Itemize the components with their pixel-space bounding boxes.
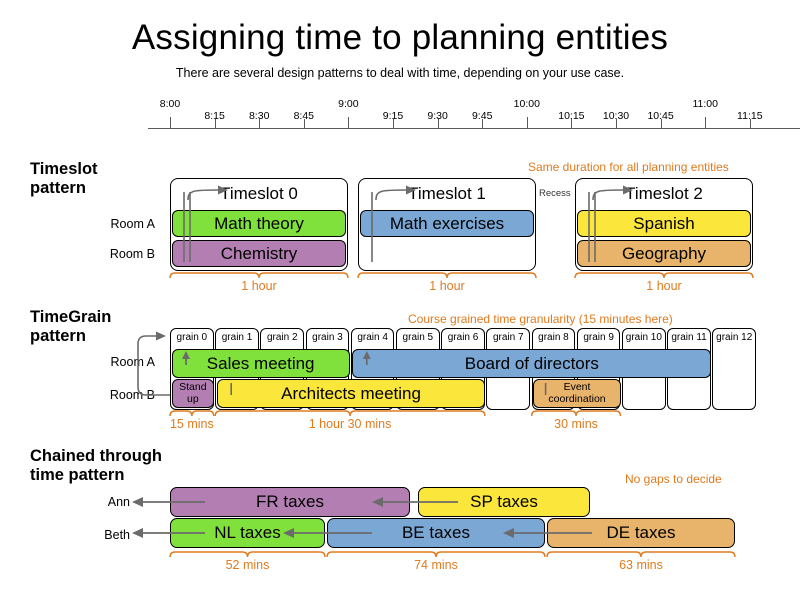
grain-cell[interactable] [712, 328, 757, 410]
page-subtitle: There are several design patterns to dea… [175, 66, 625, 80]
timeline-tick-label: 11:15 [737, 110, 763, 122]
row-label-room-a-timegrain: Room A [110, 355, 155, 369]
grain-label: grain 6 [447, 332, 479, 343]
section-heading-timeslot: Timeslot pattern [30, 160, 98, 197]
timeline-tick [303, 119, 305, 128]
row-label-room-b-timeslot: Room B [109, 247, 155, 261]
timeslot-header: Timeslot 2 [625, 184, 703, 203]
section-heading-chained: Chained through time pattern [30, 447, 162, 484]
timeline-tick [571, 119, 573, 128]
timeslot-entity-room-b[interactable]: Chemistry [172, 240, 346, 267]
timeline-tick-label: 9:00 [338, 98, 359, 110]
timeline-tick-label: 9:15 [382, 110, 404, 122]
timegrain-entity-room-a[interactable]: Sales meeting [171, 349, 350, 378]
timeline-tick [660, 119, 662, 128]
grain-label: grain 5 [402, 332, 434, 343]
section-heading-timegrain: TimeGrain pattern [30, 308, 112, 345]
timeline-tick [214, 119, 216, 128]
chained-entity-beth[interactable]: NL taxes [170, 518, 325, 548]
timeline-tick-label: 8:15 [204, 110, 225, 122]
page-title: Assigning time to planning entities [131, 18, 669, 57]
grain-label: grain 9 [583, 332, 614, 343]
note-timegrain: Course grained time granularity (15 minu… [408, 312, 673, 326]
timeslot-entity-room-a[interactable]: Spanish [577, 210, 751, 237]
timeline-tick-label: 8:00 [159, 98, 181, 110]
grain-label: grain 12 [716, 332, 753, 343]
grain-label: grain 10 [625, 332, 662, 343]
timeline-tick [526, 117, 528, 128]
grain-label: grain 3 [312, 332, 343, 343]
measurement-label: 15 mins [169, 417, 214, 431]
timeline-tick-label: 9:30 [427, 110, 448, 122]
timeslot-entity-room-a[interactable]: Math exercises [360, 210, 534, 237]
recess-label: Recess [539, 188, 571, 199]
timeline-tick-label: 10:00 [513, 98, 540, 110]
measurement-label: 63 mins [619, 558, 663, 572]
timeline-tick-label: 10:15 [558, 110, 585, 122]
timeline-tick [259, 119, 261, 128]
timeline-tick [437, 119, 439, 128]
grain-label: grain 1 [221, 332, 253, 343]
timeslot-header: Timeslot 1 [408, 184, 486, 203]
note-chained: No gaps to decide [625, 472, 722, 486]
measurement-label: 1 hour [241, 279, 277, 293]
timegrain-entity-room-b[interactable]: Event coordination [533, 379, 621, 408]
chained-entity-ann[interactable]: SP taxes [418, 487, 590, 517]
row-label-beth: Beth [104, 528, 130, 542]
grain-label: grain 4 [357, 332, 388, 343]
timegrain-entity-room-b[interactable]: Architects meeting [216, 379, 486, 408]
timeline-tick [393, 119, 394, 128]
row-label-room-a-timeslot: Room A [110, 217, 155, 231]
timeline-tick-label: 10:30 [602, 110, 630, 122]
grain-label: grain 8 [538, 332, 569, 343]
row-label-room-b-timegrain: Room B [109, 388, 155, 402]
timeline-tick-label: 11:00 [692, 98, 718, 110]
timegrain-entity-room-b[interactable]: Stand up [171, 379, 215, 408]
timeline-axis [148, 128, 800, 129]
timeline-tick [348, 117, 350, 128]
timeline-tick-label: 10:45 [647, 110, 674, 122]
row-label-ann: Ann [107, 495, 130, 509]
measurement-label: 30 mins [554, 417, 598, 431]
grain-label: grain 2 [266, 332, 298, 343]
grain-label: grain 7 [492, 332, 524, 343]
measurement-label: 1 hour 30 mins [308, 417, 392, 431]
timeslot-entity-room-b[interactable]: Geography [577, 240, 751, 267]
timegrain-entity-room-a[interactable]: Board of directors [352, 349, 712, 378]
chained-entity-beth[interactable]: DE taxes [547, 518, 735, 548]
grain-label: grain 0 [176, 332, 208, 343]
measurement-label: 52 mins [225, 558, 270, 572]
timeline-tick [749, 119, 751, 128]
measurement-label: 74 mins [414, 558, 458, 572]
timeslot-entity-room-a[interactable]: Math theory [172, 210, 346, 237]
timeline-tick [482, 119, 484, 128]
note-timeslot: Same duration for all planning entities [528, 160, 729, 174]
chained-entity-beth[interactable]: BE taxes [327, 518, 545, 548]
timeline-tick [705, 117, 707, 128]
timeline-tick-label: 8:30 [248, 110, 270, 122]
chained-entity-ann[interactable]: FR taxes [170, 487, 410, 517]
timeline-tick [170, 117, 171, 128]
timeline-tick-label: 8:45 [293, 110, 315, 122]
measurement-label: 1 hour [429, 279, 465, 293]
timeslot-header: Timeslot 0 [220, 184, 298, 203]
grain-label: grain 11 [671, 332, 707, 343]
timeline-tick [616, 119, 617, 128]
timeline-tick-label: 9:45 [471, 110, 493, 122]
measurement-label: 1 hour [646, 279, 682, 293]
